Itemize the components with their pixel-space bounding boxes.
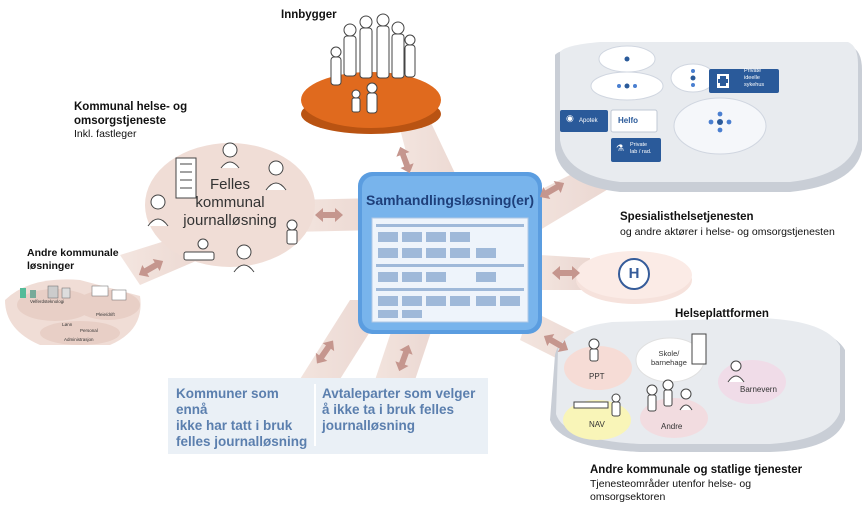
journal-line2: kommunal (195, 194, 265, 211)
arrow-avtaleparter (395, 344, 413, 372)
avtaleparter-box: Avtaleparter som velger å ikke ta i bruk… (322, 386, 486, 434)
spesialist-subtitle: og andre aktører i helse- og omsorgstjen… (620, 226, 835, 238)
arrow-spesialist (539, 180, 565, 200)
journal-label: Felles kommunal journalløsning (180, 176, 280, 230)
helseplattformen-title: Helseplattformen (675, 308, 769, 320)
avtaleparter-line2: å ikke ta i bruk felles (322, 402, 455, 417)
barnevern-label: Barnevern (740, 385, 777, 394)
andre-kommunale-platform (5, 279, 141, 345)
avtaleparter-line3: journalløsning (322, 418, 415, 433)
samhandling-title: Samhandlingsløsning(er) (365, 192, 534, 208)
andre-kommunale-item-3: Personal (80, 328, 98, 333)
skole-line1: Skole/ (658, 349, 680, 358)
innbygger-label: Innbygger (281, 9, 337, 21)
kommuner-line3: felles journalløsning (176, 434, 308, 449)
private-sykehus-line3: sykehus (744, 82, 765, 88)
arrow-innbygger (396, 146, 414, 174)
andre-kommunale-title-line1: Andre kommunale (27, 247, 119, 259)
andre-kommunale-item-1: Pleie/drift (96, 312, 115, 317)
skole-line2: barnehage (651, 358, 687, 367)
kommunal-people-icon (147, 142, 298, 273)
samhandling-table-icon (376, 224, 524, 318)
andre-tjenester-people-icon (573, 333, 745, 417)
skole-label: Skole/ barnehage (651, 349, 687, 367)
microscope-icon: ⚗ (616, 143, 625, 153)
kommunal-subtitle: Inkl. fastleger (74, 128, 137, 140)
andre-label: Andre (661, 422, 683, 431)
andre-kommunale-item-2: Lønn (62, 322, 73, 327)
ppt-label: PPT (589, 372, 605, 381)
andre-kommunale-label-group: Andre kommunale løsninger (27, 247, 119, 273)
andre-tjenester-subtitle: Tjenesteområder utenfor helse- og omsorg… (590, 478, 751, 504)
private-lab-label: Private lab / rad. (630, 142, 651, 156)
nav-label: NAV (589, 420, 605, 429)
andre-kommunale-item-0: Velferdsteknologi (30, 299, 65, 304)
helseplattformen-logo: H (628, 265, 640, 282)
private-sykehus-line2: ideelle (744, 75, 760, 81)
kommuner-line2: ikke har tatt i bruk (176, 418, 293, 433)
arrow-helseplattformen (552, 266, 580, 280)
double-arrows (138, 146, 580, 372)
spesialist-title: Spesialisthelsetjenesten (620, 211, 754, 223)
private-lab-line1: Private (630, 142, 648, 148)
kommuner-line1: Kommuner som ennå (176, 386, 279, 417)
kommunal-title-line1: Kommunal helse- og (74, 101, 188, 113)
andre-tjenester-subtitle-line1: Tjenesteområder utenfor helse- og (590, 478, 752, 490)
andre-tjenester-platform (550, 318, 845, 452)
innbygger-people-icon (330, 13, 416, 114)
andre-tjenester-title: Andre kommunale og statlige tjenester (590, 464, 803, 476)
spesialist-platform (555, 42, 862, 192)
private-sykehus-label: Private ideelle sykehus (744, 68, 764, 89)
andre-kommunale-title-line2: løsninger (27, 260, 75, 272)
arrow-andre-tjenester (543, 333, 569, 353)
arrow-kommuner (315, 340, 335, 364)
andre-kommunale-item-4: Administrasjon (64, 337, 94, 342)
andre-tjenester-subtitle-line2: omsorgsektoren (590, 491, 666, 503)
bottom-band (168, 378, 488, 454)
private-lab-line2: lab / rad. (630, 149, 652, 155)
kommuner-box: Kommuner som ennå ikke har tatt i bruk f… (176, 386, 312, 450)
journal-line1: Felles (209, 176, 250, 193)
kommunal-title-line2: omsorgstjeneste (74, 115, 167, 127)
bottom-band-divider (314, 384, 316, 446)
avtaleparter-line1: Avtaleparter som velger (322, 386, 476, 401)
arrow-andre-kommunale (138, 258, 164, 278)
kommunal-label-group: Kommunal helse- og omsorgstjeneste Inkl.… (74, 100, 187, 141)
apotek-label: Apotek (579, 118, 598, 124)
helfo-label: Helfo (618, 116, 638, 125)
arrow-kommunal (315, 208, 343, 222)
pill-icon: ◉ (566, 113, 574, 123)
helseplattformen-platform (576, 251, 692, 304)
journal-line3: journalløsning (183, 212, 277, 229)
private-sykehus-line1: Private (744, 68, 762, 74)
